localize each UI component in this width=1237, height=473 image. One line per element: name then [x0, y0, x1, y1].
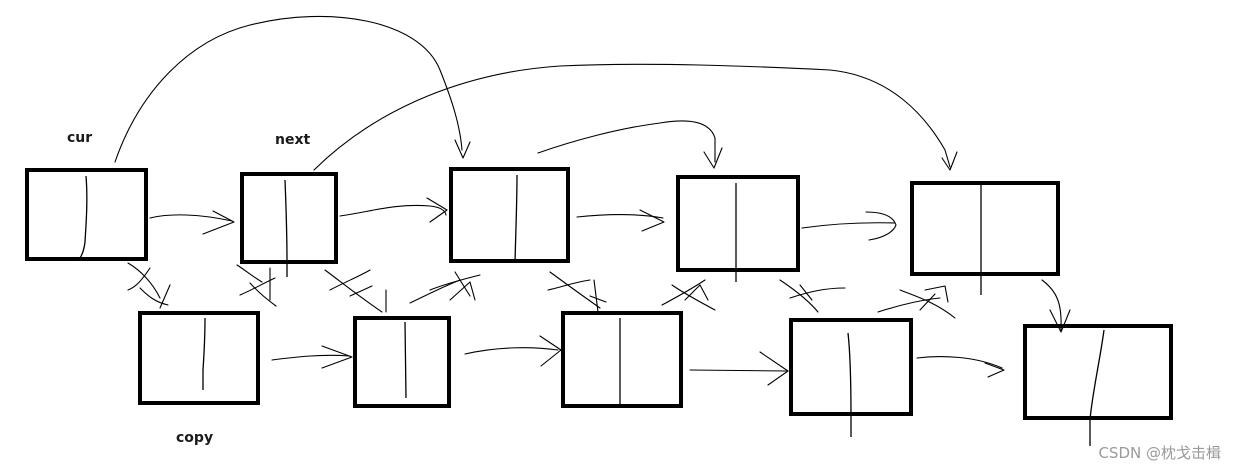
copy-node-3 — [561, 311, 683, 408]
crossed-out-pointer-2 — [236, 264, 277, 307]
watermark: CSDN @枕戈击楫 — [1098, 444, 1221, 462]
crossed-out-pointer-8 — [877, 285, 956, 319]
curved-arrow-next-to-node5 — [313, 63, 958, 171]
curved-arrow-cur-to-node3 — [114, 15, 471, 163]
original-node-2 — [240, 172, 338, 277]
original-node-1 — [25, 168, 148, 261]
next-arrow-node2-to-node3 — [339, 197, 448, 223]
copy-node-5 — [1023, 324, 1173, 446]
copy-arrow-3-to-4 — [689, 351, 789, 386]
copy-node-4 — [789, 318, 913, 437]
crossed-out-pointer-5 — [547, 271, 607, 313]
copy-node-2 — [353, 316, 451, 408]
next-arrow-node4-to-node5 — [801, 211, 897, 241]
copy-arrow-2-to-3 — [464, 335, 562, 367]
crossed-out-pointer-6 — [661, 279, 716, 311]
crossed-out-pointer-3 — [324, 269, 387, 313]
curved-arrow-node3-to-node4 — [537, 120, 723, 169]
next-label: next — [275, 132, 311, 148]
copy-node-1 — [138, 311, 260, 405]
crossed-out-pointer-4 — [409, 271, 481, 304]
next-arrow-node3-to-node4 — [576, 209, 665, 232]
copy-arrow-1-to-2 — [271, 345, 353, 369]
crossed-out-pointer-7 — [779, 279, 846, 313]
next-arrow-node1-to-node2 — [149, 210, 235, 235]
original-node-3 — [449, 167, 570, 263]
copy-label: copy — [176, 430, 214, 446]
crossed-out-pointer-1 — [127, 262, 171, 309]
cur-label: cur — [67, 130, 93, 146]
original-node-4 — [676, 175, 800, 282]
copy-arrow-4-to-5 — [916, 356, 1005, 378]
down-arrow-node5-to-copy5 — [1041, 279, 1071, 333]
original-node-5 — [910, 181, 1060, 295]
